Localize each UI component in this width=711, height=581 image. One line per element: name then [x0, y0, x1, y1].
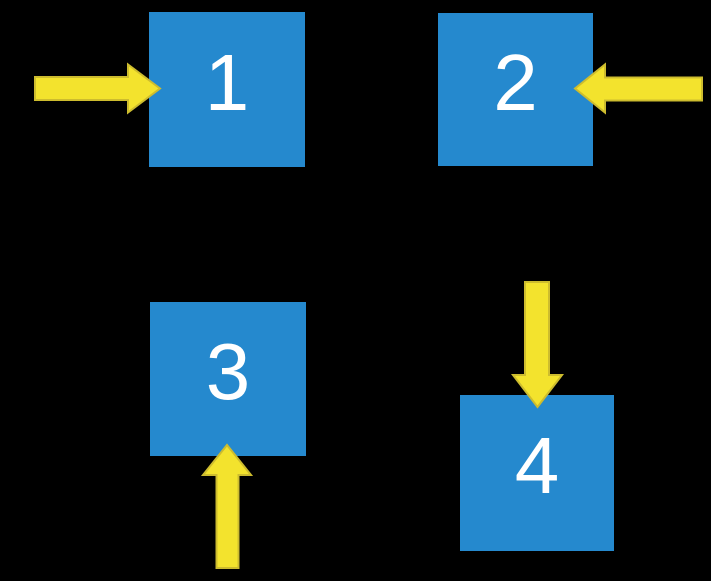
box-1-number: 1	[204, 37, 250, 127]
arrow-right-into-box-1-icon	[34, 62, 162, 115]
arrow-up-into-box-3-icon	[200, 443, 254, 569]
box-2-number: 2	[493, 37, 538, 127]
arrow-down-into-box-4-icon	[510, 281, 565, 409]
numbered-box-4: 4	[460, 395, 614, 551]
box-4-number: 4	[514, 421, 560, 510]
arrow-left-into-box-2-icon	[573, 62, 703, 115]
numbered-box-3: 3	[150, 302, 306, 456]
numbered-box-1: 1	[149, 12, 305, 167]
box-3-number: 3	[205, 327, 251, 416]
numbered-box-2: 2	[438, 13, 593, 166]
